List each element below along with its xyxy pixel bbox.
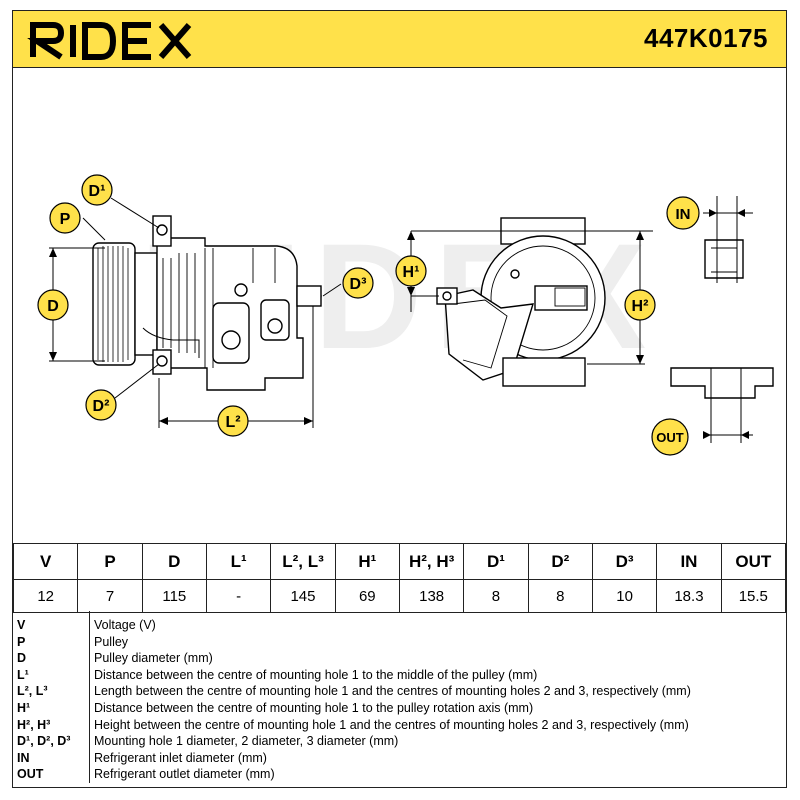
part-number: 447K0175 bbox=[644, 23, 768, 53]
header-bar: 447K0175 bbox=[13, 11, 786, 68]
spec-value: 138 bbox=[398, 579, 465, 613]
label-d: D bbox=[47, 298, 59, 315]
spec-header: L¹ bbox=[205, 543, 272, 580]
spec-header: D¹ bbox=[463, 543, 529, 580]
spec-header: IN bbox=[656, 543, 722, 580]
legend-text: Mounting hole 1 diameter, 2 diameter, 3 … bbox=[94, 734, 399, 749]
legend-row: L², L³ Length between the centre of mount… bbox=[13, 683, 786, 700]
legend-text: Refrigerant inlet diameter (mm) bbox=[94, 750, 267, 765]
legend-text: Distance between the centre of mounting … bbox=[94, 700, 534, 715]
spec-table: V P D L¹ L², L³ H¹ H², H³ D¹ D² D³ IN OU… bbox=[12, 543, 787, 613]
legend-text: Height between the centre of mounting ho… bbox=[94, 717, 689, 732]
legend-abbr: P bbox=[13, 633, 90, 651]
spec-value: 8 bbox=[463, 579, 529, 613]
spec-value: 7 bbox=[77, 579, 143, 613]
legend-abbr: V bbox=[13, 611, 90, 634]
legend-abbr: H², H³ bbox=[13, 716, 90, 734]
legend-abbr: OUT bbox=[13, 766, 90, 783]
spec-header: OUT bbox=[720, 543, 787, 580]
legend-text: Voltage (V) bbox=[94, 618, 156, 632]
label-p: P bbox=[60, 211, 71, 228]
legend-text: Pulley bbox=[94, 634, 129, 649]
legend-abbr: D¹, D², D³ bbox=[13, 733, 90, 750]
legend-abbr: L², L³ bbox=[13, 683, 90, 700]
spec-value: 8 bbox=[527, 579, 593, 613]
technical-drawing: RIDEX bbox=[13, 68, 786, 543]
outlet-port-detail bbox=[670, 367, 774, 399]
legend-text: Distance between the centre of mounting … bbox=[94, 667, 538, 682]
legend-abbr: IN bbox=[13, 749, 90, 767]
ridex-logo bbox=[27, 22, 192, 60]
spec-header: H², H³ bbox=[398, 543, 465, 580]
spec-header: D² bbox=[527, 543, 593, 580]
legend-abbr: D bbox=[13, 650, 90, 667]
spec-header: P bbox=[77, 543, 143, 580]
legend-row: V Voltage (V) bbox=[13, 611, 786, 634]
spec-value: - bbox=[205, 579, 272, 613]
legend-table: V Voltage (V) P Pulley D Pulley diameter (m… bbox=[13, 611, 786, 783]
legend-row: L¹ Distance between the centre of mountin… bbox=[13, 666, 786, 684]
legend-row: OUT Refrigerant outlet diameter (mm) bbox=[13, 766, 786, 783]
spec-value: 12 bbox=[12, 579, 79, 613]
legend-text: Pulley diameter (mm) bbox=[94, 651, 213, 666]
label-d1: D¹ bbox=[89, 183, 106, 200]
label-l2: L² bbox=[225, 414, 240, 431]
legend-abbr: L¹ bbox=[13, 666, 90, 684]
spec-header: V bbox=[12, 543, 79, 580]
spec-value: 10 bbox=[591, 579, 658, 613]
legend-row: H², H³ Height between the centre of mount… bbox=[13, 716, 786, 734]
legend-row: D Pulley diameter (mm) bbox=[13, 650, 786, 667]
label-d3: D³ bbox=[350, 276, 367, 293]
spec-value-row: 12 7 115 - 145 69 138 8 8 10 18.3 15.5 bbox=[12, 579, 787, 613]
spec-value: 145 bbox=[270, 579, 336, 613]
legend-row: H¹ Distance between the centre of mountin… bbox=[13, 699, 786, 717]
spec-value: 115 bbox=[141, 579, 207, 613]
spec-value: 69 bbox=[334, 579, 400, 613]
compressor-drawing: RIDEX bbox=[37, 174, 774, 456]
legend-row: IN Refrigerant inlet diameter (mm) bbox=[13, 749, 786, 767]
pulley-shape bbox=[92, 242, 136, 366]
legend-row: P Pulley bbox=[13, 633, 786, 651]
legend-text: Length between the centre of mounting ho… bbox=[94, 684, 691, 699]
spec-value: 15.5 bbox=[720, 579, 787, 613]
legend-text: Refrigerant outlet diameter (mm) bbox=[94, 767, 275, 782]
spec-value: 18.3 bbox=[656, 579, 722, 613]
legend-row: D¹, D², D³ Mounting hole 1 diameter, 2 di… bbox=[13, 733, 786, 750]
label-in: IN bbox=[676, 206, 691, 223]
label-h1: H¹ bbox=[403, 264, 420, 281]
label-d2: D² bbox=[93, 398, 110, 415]
product-sheet: 447K0175 RIDEX bbox=[12, 10, 787, 788]
spec-header-row: V P D L¹ L², L³ H¹ H², H³ D¹ D² D³ IN OU… bbox=[12, 543, 787, 580]
label-out: OUT bbox=[656, 430, 684, 445]
spec-header: L², L³ bbox=[270, 543, 336, 580]
spec-header: H¹ bbox=[334, 543, 400, 580]
label-h2: H² bbox=[632, 298, 649, 315]
legend-abbr: H¹ bbox=[13, 699, 90, 717]
spec-header: D bbox=[141, 543, 207, 580]
spec-header: D³ bbox=[591, 543, 658, 580]
inlet-port-detail bbox=[704, 239, 744, 279]
